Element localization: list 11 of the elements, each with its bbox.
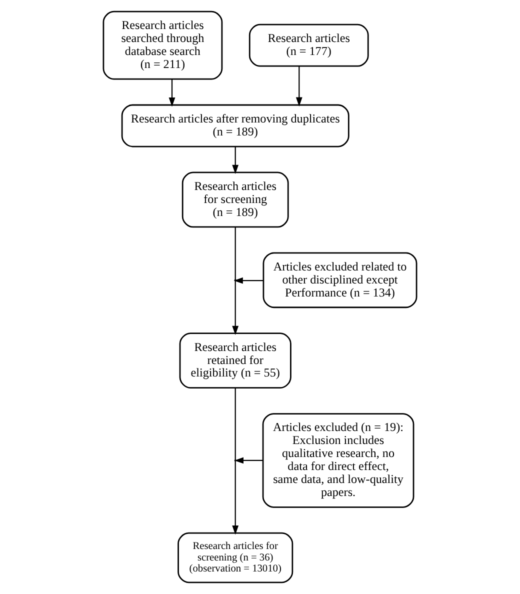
node-box: Research articles for screening (n = 189) <box>182 172 289 228</box>
node-box: Articles excluded related to other disciplined except Performance (n = 134) <box>262 252 418 308</box>
node-box: Research articles searched through database search (n = 211) <box>102 10 223 80</box>
node-box: Research articles after removing duplicates (n = 189) <box>121 104 350 148</box>
arrow <box>168 79 176 107</box>
node-box: Research articles (n = 177) <box>248 24 369 67</box>
arrow <box>232 146 239 174</box>
node-box: Research articles for screening (n = 36) (observation = 13010) <box>178 532 294 584</box>
node-box: Articles excluded (n = 19): Exclusion includes qualitative research, no data for direct effect, same data, and low-quality papers. <box>262 413 414 508</box>
node-box: Research articles retained for eligibility (n = 55) <box>179 332 292 388</box>
arrow <box>296 66 302 106</box>
